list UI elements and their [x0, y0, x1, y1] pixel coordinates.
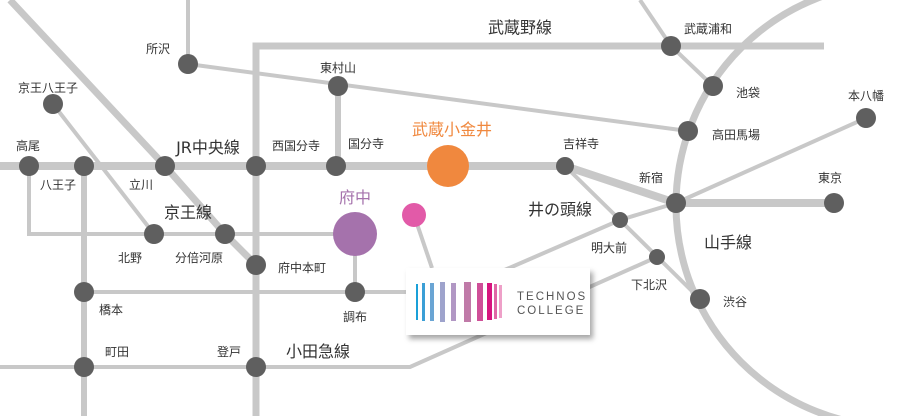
- station-label: 本八幡: [848, 88, 884, 103]
- station-dot[interactable]: [74, 357, 94, 377]
- station-dot[interactable]: [74, 156, 94, 176]
- line-label: 武蔵野線: [488, 18, 552, 37]
- station-label: 東村山: [320, 61, 356, 75]
- station-dot[interactable]: [144, 224, 164, 244]
- station-dot[interactable]: [824, 193, 844, 213]
- station-label: 調布: [343, 310, 367, 324]
- station-label: 北野: [118, 251, 142, 265]
- station-label: 西国分寺: [272, 139, 320, 153]
- station-dot[interactable]: [246, 255, 266, 275]
- stations: [19, 36, 876, 377]
- station-dot[interactable]: [703, 76, 723, 96]
- line-label: 山手線: [704, 233, 752, 252]
- station-label: 所沢: [146, 42, 170, 56]
- station-dot[interactable]: [612, 212, 628, 228]
- station-dot[interactable]: [155, 156, 175, 176]
- station-labels: 所沢 東村山 京王八王子 高尾 八王子 立川 西国分寺 国分寺 吉祥寺 新宿 東…: [16, 22, 884, 359]
- station-label-fuchu: 府中: [339, 188, 371, 207]
- station-dot[interactable]: [856, 108, 876, 128]
- station-dot[interactable]: [649, 249, 665, 265]
- station-label: 東京: [818, 171, 842, 185]
- technos-college-name: TECHNOS COLLEGE: [517, 290, 587, 318]
- station-dot[interactable]: [178, 54, 198, 74]
- line-label: 小田急線: [286, 342, 350, 361]
- station-dot[interactable]: [328, 76, 348, 96]
- station-dot[interactable]: [246, 156, 266, 176]
- station-label-musashikoganei: 武蔵小金井: [412, 120, 492, 139]
- chuo-line-east: [563, 162, 834, 207]
- station-label: 渋谷: [723, 295, 747, 309]
- station-label: 高尾: [16, 138, 40, 153]
- station-dot[interactable]: [215, 224, 235, 244]
- station-label: 国分寺: [348, 137, 384, 151]
- line-label: JR中央線: [175, 138, 240, 157]
- station-label: 町田: [105, 345, 129, 359]
- station-label: 橋本: [99, 303, 123, 317]
- station-dot[interactable]: [246, 357, 266, 377]
- station-label: 府中本町: [278, 260, 326, 275]
- station-dot[interactable]: [326, 156, 346, 176]
- station-dot[interactable]: [74, 282, 94, 302]
- station-label: 立川: [129, 177, 153, 192]
- technos-college-logo: [416, 282, 502, 322]
- school-name-line2: COLLEGE: [517, 305, 586, 317]
- station-dot[interactable]: [690, 289, 710, 309]
- station-label: 八王子: [40, 178, 76, 192]
- sobu-line: [675, 116, 867, 205]
- station-dot[interactable]: [556, 157, 574, 175]
- station-dot[interactable]: [661, 36, 681, 56]
- station-dot[interactable]: [666, 193, 686, 213]
- line-label: 京王線: [164, 203, 212, 222]
- station-label: 下北沢: [631, 278, 667, 292]
- station-label: 武蔵浦和: [684, 22, 732, 36]
- station-label: 明大前: [591, 240, 627, 255]
- station-label: 池袋: [736, 86, 760, 100]
- keio-line: [27, 166, 355, 236]
- location-pin-icon: [402, 203, 426, 227]
- seibu-line: [186, 0, 689, 133]
- technos-college-marker[interactable]: TECHNOS COLLEGE: [406, 268, 590, 335]
- station-dot-musashikoganei[interactable]: [427, 145, 469, 187]
- station-dot[interactable]: [345, 282, 365, 302]
- station-label: 京王八王子: [18, 81, 78, 95]
- station-dot[interactable]: [43, 94, 63, 114]
- line-labels: 武蔵野線 JR中央線 京王線 井の頭線 山手線 小田急線: [164, 18, 752, 361]
- station-label: 分倍河原: [175, 250, 223, 265]
- nambu-line: [7, 0, 259, 268]
- school-name-line1: TECHNOS: [517, 291, 588, 303]
- station-dot[interactable]: [678, 121, 698, 141]
- station-label: 高田馬場: [712, 127, 760, 142]
- yamanote-line: [672, 0, 842, 416]
- station-label: 登戸: [217, 344, 241, 359]
- station-label: 吉祥寺: [563, 137, 599, 151]
- station-dot[interactable]: [19, 156, 39, 176]
- line-label: 井の頭線: [528, 200, 592, 219]
- station-dot-fuchu[interactable]: [333, 212, 377, 256]
- station-label: 新宿: [639, 170, 663, 185]
